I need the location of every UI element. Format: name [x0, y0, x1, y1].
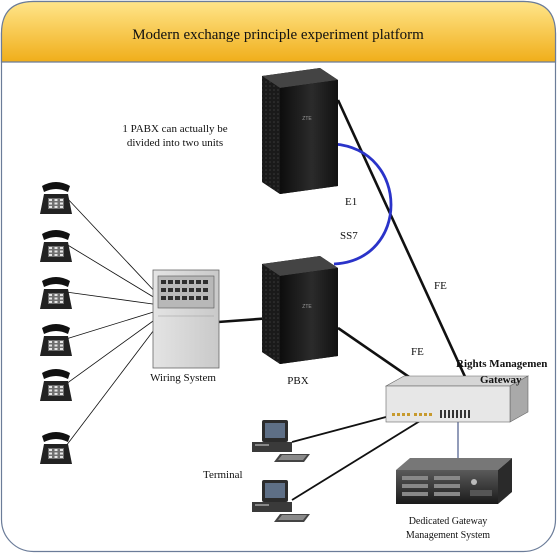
diagram-title: Modern exchange principle experiment pla… — [132, 27, 424, 43]
phone-link — [65, 196, 161, 298]
wiring-system-label: Wiring System — [150, 372, 216, 384]
ss7-label: SS7 — [340, 230, 358, 242]
rack-brand-lower: ZTE — [302, 304, 312, 310]
phone-link — [65, 243, 161, 302]
terminal-link — [291, 415, 429, 501]
fe-link-upper — [336, 99, 474, 393]
pabx-note-line2: divided into two units — [127, 137, 223, 149]
fe-label-upper: FE — [434, 280, 447, 292]
pabx-rack-upper: ZTE — [262, 68, 338, 194]
management-server-device — [396, 458, 512, 504]
phone-link — [65, 321, 161, 447]
phone-icon-2 — [40, 230, 72, 262]
phone-icon-1 — [40, 182, 72, 214]
e1-label: E1 — [345, 196, 357, 208]
phone-link — [65, 309, 161, 340]
title-band — [0, 0, 557, 63]
wiring-system-device — [152, 269, 220, 369]
pbx-label: PBX — [287, 375, 308, 387]
terminal-label: Terminal — [203, 469, 243, 481]
e1-ss7-link — [333, 142, 393, 266]
phone-icon-6 — [40, 432, 72, 464]
pbx-rack: ZTE — [262, 256, 338, 364]
phone-link — [65, 291, 161, 306]
phone-link — [65, 315, 161, 385]
rack-brand-upper: ZTE — [302, 116, 312, 122]
pabx-note-line1: 1 PABX can actually be — [122, 123, 227, 135]
phone-icon-3 — [40, 277, 72, 309]
rights-gateway-label-line2: Gateway — [480, 374, 522, 386]
rights-management-gateway-device — [384, 375, 530, 423]
dedicated-gateway-label-line2: Management System — [406, 530, 490, 541]
phone-icon-5 — [40, 369, 72, 401]
rights-gateway-label-line1: Rights Managemen — [456, 358, 547, 370]
phone-icon-4 — [40, 324, 72, 356]
fe-label-lower: FE — [411, 346, 424, 358]
dedicated-gateway-label-line1: Dedicated Gateway — [409, 516, 488, 527]
